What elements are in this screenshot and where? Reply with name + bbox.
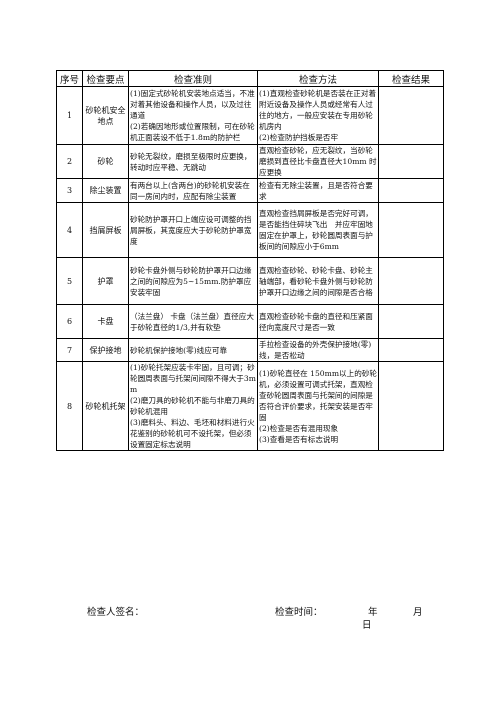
day-label: 日: [362, 620, 372, 631]
month-label: 月: [413, 607, 423, 618]
row-result: [378, 202, 444, 258]
row-method: 直观检查挡屑屏板是否完好可调，是否能挡住碎块飞出 并应牢固地固定在护罩上，砂轮圆…: [257, 202, 379, 258]
row-result: [378, 304, 444, 339]
row-check-point: 砂轮机安全地点: [82, 86, 129, 145]
row-check-point: 砂轮机托架: [82, 361, 129, 451]
row-method: (1)砂轮直径在 150mm以上的砂轮机，必须设置可调式托架，直观检查砂轮圆周表…: [257, 361, 379, 451]
row-check-point: 砂轮: [82, 144, 129, 179]
row-method: 手拉检查设备的外壳保护接地(零)线，是否松动: [257, 338, 379, 362]
row-check-point: 护罩: [82, 257, 129, 305]
row-check-point: 保护接地: [82, 338, 129, 362]
row-criteria: 砂轮无裂纹，磨损至极限时应更换，转动时应平稳、无跳动: [128, 144, 258, 179]
header-result: 检查结果: [378, 70, 444, 87]
row-criteria: (1)砂轮托架应装卡牢固，且可调；砂轮圆周表面与托架间间隙不得大于3mm(2)磨…: [128, 361, 258, 451]
header-no: 序号: [56, 70, 83, 87]
header-method: 检查方法: [257, 70, 379, 87]
row-number: 8: [56, 361, 83, 451]
row-method: 直观检查砂轮，应无裂纹，当砂轮磨损到直径比卡盘直径大10mm 时应更换: [257, 144, 379, 179]
time-label: 检查时间：: [275, 607, 323, 618]
row-number: 3: [56, 178, 83, 203]
row-result: [378, 144, 444, 179]
row-criteria: 砂轮卡盘外侧与砂轮防护罩开口边缘之间的间隙应为5~15mm.防护罩应安装牢固: [128, 257, 258, 305]
row-number: 4: [56, 202, 83, 258]
row-check-point: 挡屑屏板: [82, 202, 129, 258]
row-result: [378, 257, 444, 305]
row-number: 1: [56, 86, 83, 145]
row-check-point: 卡盘: [82, 304, 129, 339]
row-criteria: 有两台以上(含两台)的砂轮机安装在同一房间内时，应配有除尘装置: [128, 178, 258, 203]
row-criteria: 砂轮防护罩开口上端应设可调整的挡屑屏板，其宽度应大于砂轮防护罩宽度: [128, 202, 258, 258]
row-number: 7: [56, 338, 83, 362]
row-result: [378, 338, 444, 362]
row-method: (1)直观检查砂轮机是否装在正对着附近设备及操作人员或经常有人过往的地方，一般应…: [257, 86, 379, 145]
row-criteria: 砂轮机保护接地(零)线应可靠: [128, 338, 258, 362]
header-point: 检查要点: [82, 70, 129, 87]
row-criteria: (1)固定式砂轮机安装地点适当，不准对着其他设备和操作人员，以及过往通道(2)若…: [128, 86, 258, 145]
row-result: [378, 86, 444, 145]
row-method: 直观检查砂轮、砂轮卡盘、砂轮主轴端部，看砂轮卡盘外侧与砂轮防护罩开口边缘之间的间…: [257, 257, 379, 305]
row-number: 5: [56, 257, 83, 305]
footer-signature-line: 检查人签名： 检查时间： 年 月 日: [87, 606, 447, 636]
inspector-label: 检查人签名：: [87, 607, 145, 618]
year-label: 年: [368, 607, 378, 618]
row-result: [378, 361, 444, 451]
row-method: 直观检查砂轮卡盘的直径和压紧面径向宽度尺寸是否一致: [257, 304, 379, 339]
row-result: [378, 178, 444, 203]
row-number: 2: [56, 144, 83, 179]
row-check-point: 除尘装置: [82, 178, 129, 203]
row-criteria: （法兰盘） 卡盘（法兰盘）直径应大于砂轮直径的1/3,并有软垫: [128, 304, 258, 339]
table-header-row: 序号 检查要点 检查准则 检查方法 检查结果: [56, 70, 444, 87]
row-number: 6: [56, 304, 83, 339]
header-criteria: 检查准则: [128, 70, 258, 87]
row-method: 检查有无除尘装置，且是否符合要求: [257, 178, 379, 203]
